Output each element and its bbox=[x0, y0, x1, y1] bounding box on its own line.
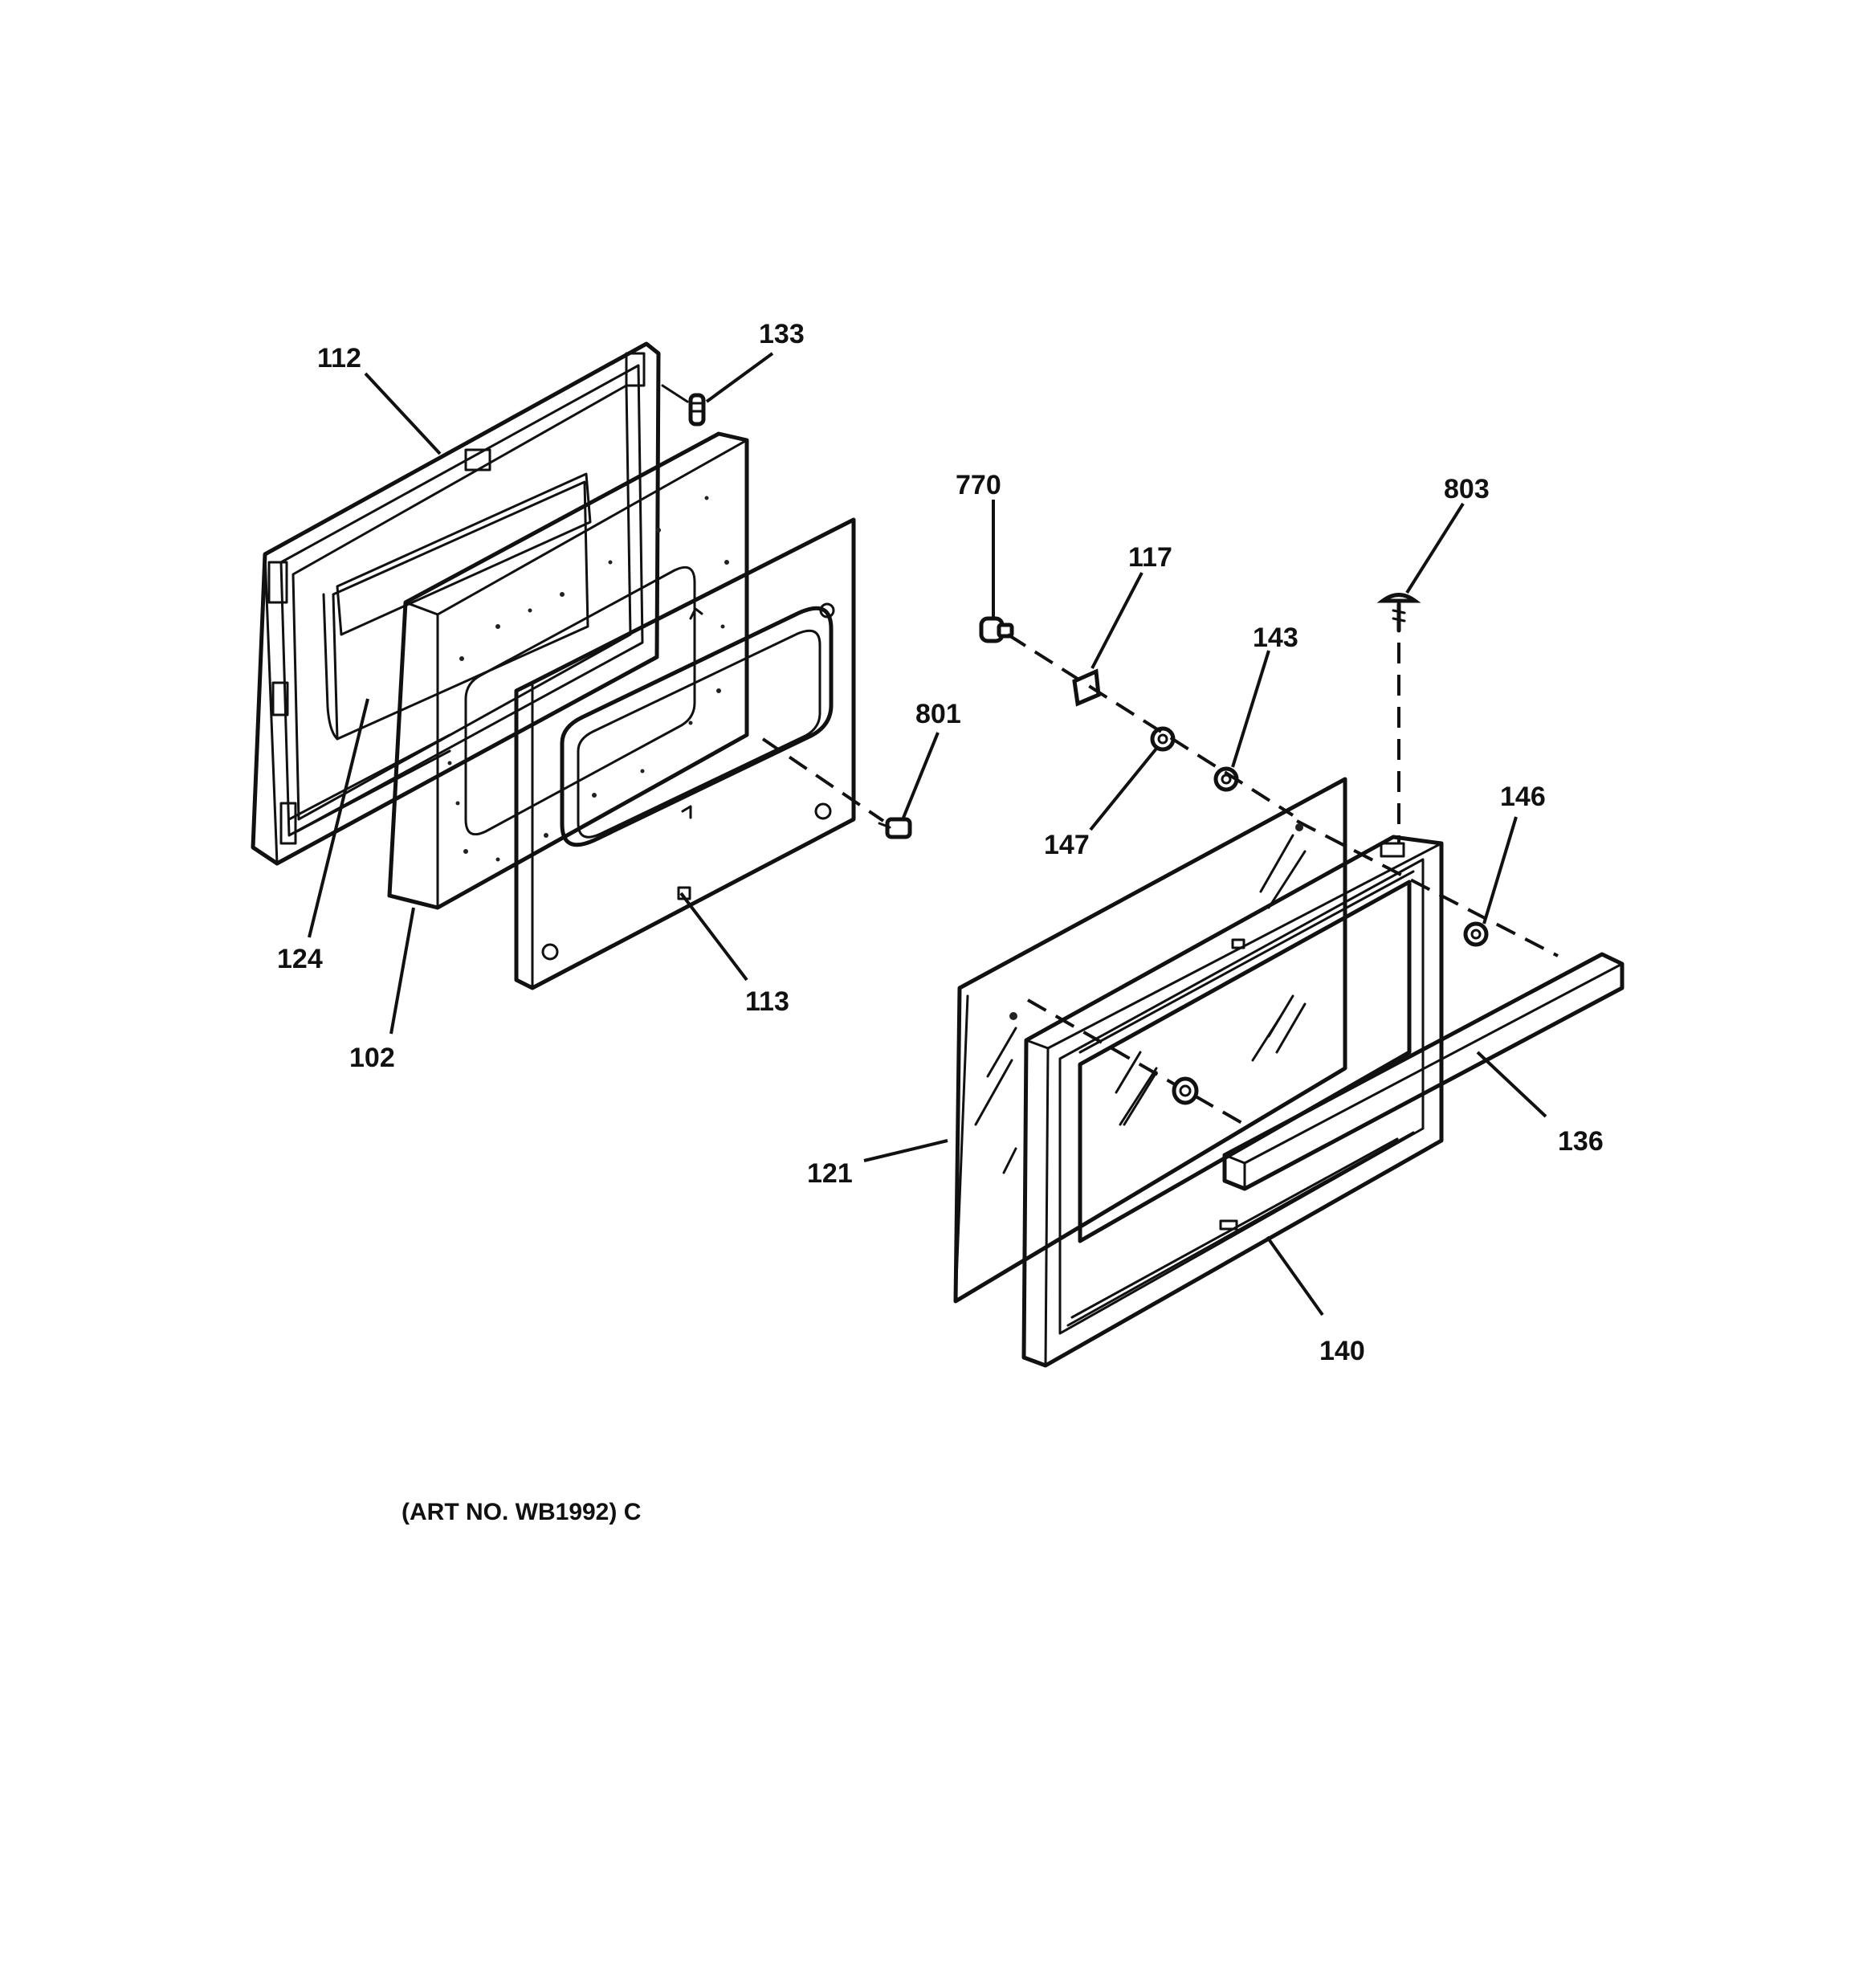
callout-117: 117 bbox=[1128, 542, 1172, 573]
assembly-axis-upper bbox=[1006, 633, 1294, 817]
callout-140: 140 bbox=[1319, 1336, 1365, 1366]
part-121-glass bbox=[953, 777, 1347, 1304]
callout-143: 143 bbox=[1253, 623, 1298, 653]
part-770-screw bbox=[979, 616, 1014, 643]
assembly-axis-handle bbox=[1296, 819, 1559, 957]
part-124-gasket bbox=[322, 472, 592, 741]
callout-112: 112 bbox=[317, 343, 361, 374]
callout-133: 133 bbox=[759, 319, 805, 349]
part-136-handle bbox=[1222, 952, 1625, 1191]
callout-146: 146 bbox=[1500, 782, 1546, 812]
art-number: (ART NO. WB1992) C bbox=[402, 1499, 641, 1525]
part-140-frame bbox=[1021, 835, 1444, 1368]
part-frame-spacer bbox=[1172, 1076, 1199, 1105]
callout-124: 124 bbox=[277, 944, 323, 974]
part-801-screw bbox=[761, 737, 912, 839]
part-102-insulation bbox=[387, 431, 749, 910]
part-803-screw bbox=[1376, 593, 1421, 843]
part-143-washer bbox=[1213, 766, 1239, 792]
callout-136: 136 bbox=[1558, 1126, 1604, 1157]
callout-803: 803 bbox=[1444, 474, 1490, 504]
callout-147: 147 bbox=[1044, 830, 1090, 860]
callout-801: 801 bbox=[915, 699, 961, 729]
part-133-stud bbox=[661, 384, 706, 427]
part-117-clip bbox=[1072, 668, 1101, 707]
part-113-inner-panel bbox=[514, 517, 856, 990]
callout-102: 102 bbox=[349, 1043, 395, 1073]
leader-lines bbox=[308, 352, 1547, 1316]
part-146-washer bbox=[1463, 921, 1489, 947]
callout-770: 770 bbox=[956, 470, 1001, 500]
callout-113: 113 bbox=[745, 986, 789, 1017]
callout-121: 121 bbox=[807, 1158, 853, 1189]
